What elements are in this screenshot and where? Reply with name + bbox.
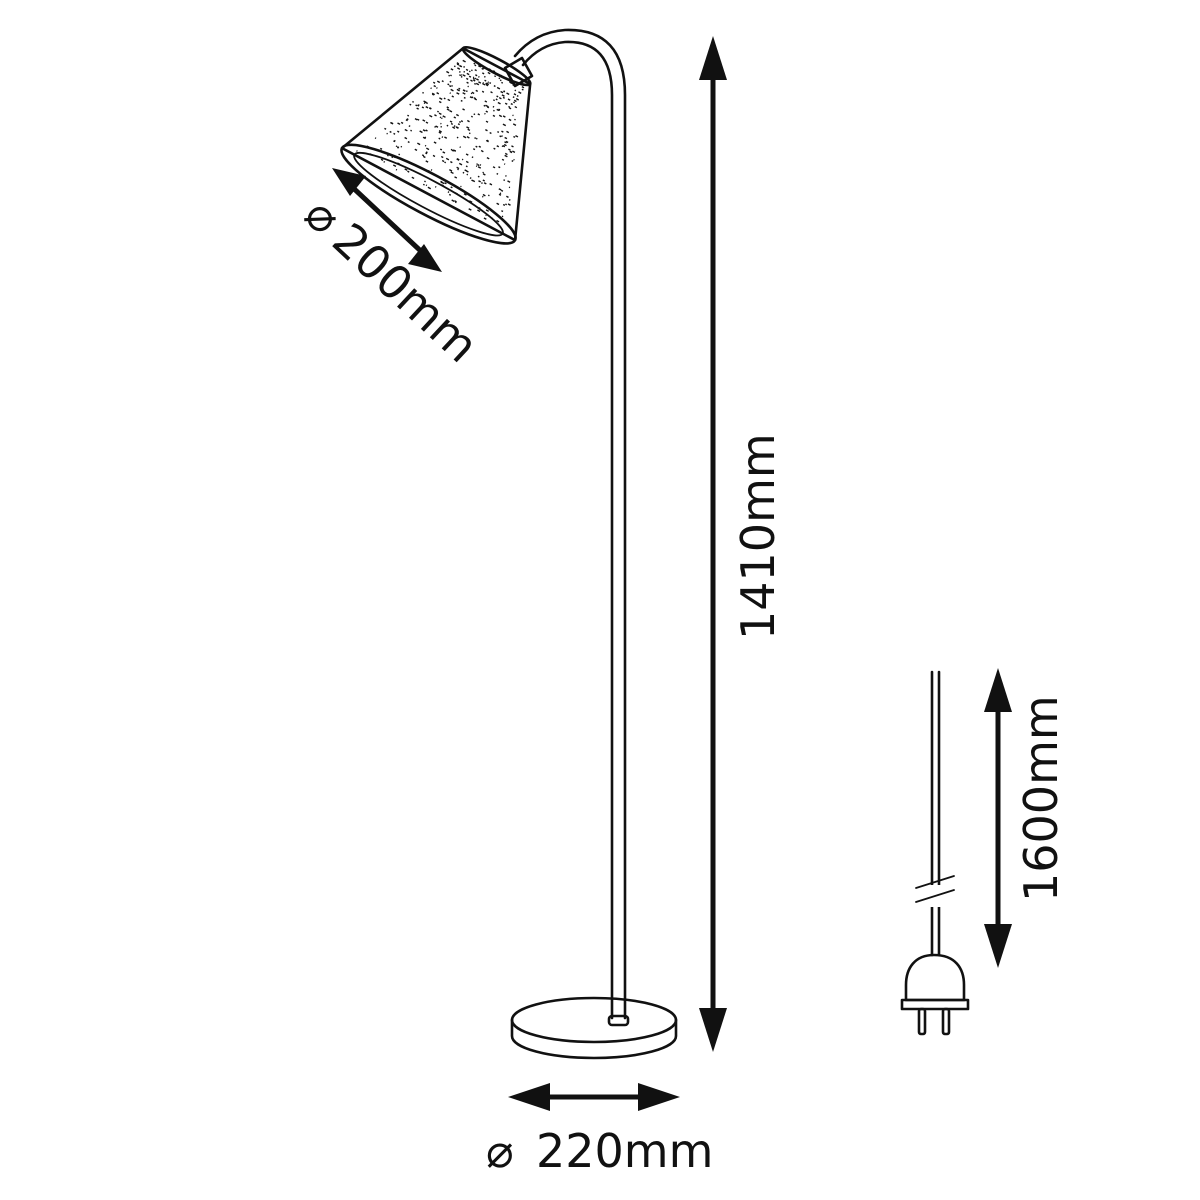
total-height-label: 1410mm [731,433,785,640]
base-diameter-label: 220mm [536,1124,713,1178]
shade-diameter-dimension: ⌀ 200mm [294,168,489,373]
lamp-base-icon [510,996,678,1060]
total-height-dimension: 1410mm [699,36,785,1052]
power-plug-icon [900,953,970,1036]
lamp-shade-icon [340,45,532,245]
cable-with-plug [900,670,970,1036]
double-arrow-icon [984,668,1012,968]
double-arrow-icon [508,1083,680,1111]
cable-break-icon [915,875,955,903]
base-diameter-dimension: ⌀ 220mm [486,1083,713,1178]
lamp-stem [513,28,627,1020]
cable-length-label: 1600mm [1014,695,1068,902]
floor-lamp-icon [340,28,678,1060]
shade-texture [356,59,525,223]
cable [922,670,950,957]
double-arrow-icon [699,36,727,1052]
double-arrow-icon [332,168,442,272]
base-diameter-symbol: ⌀ [486,1124,514,1178]
cable-length-dimension: 1600mm [984,668,1068,968]
